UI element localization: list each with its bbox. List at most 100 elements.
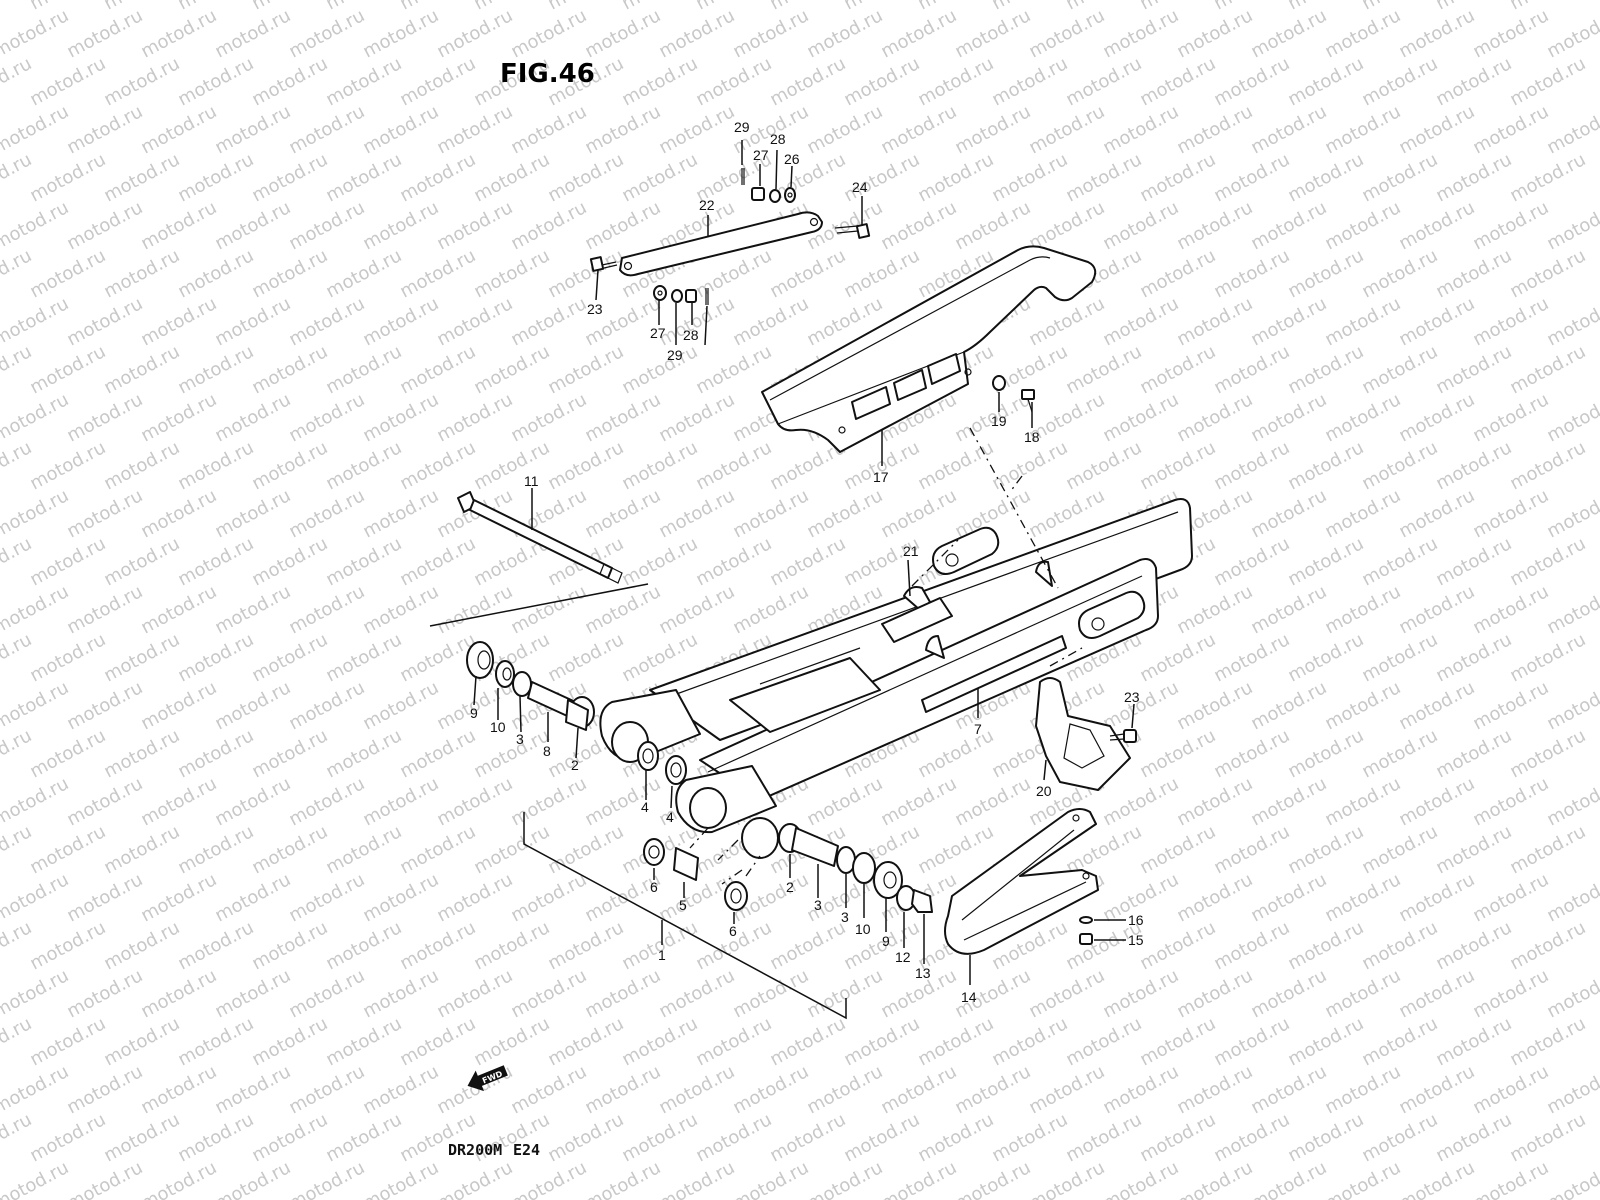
watermark-text: motod.ru	[1395, 965, 1478, 1022]
watermark-text: motod.ru	[1099, 197, 1182, 254]
watermark-text: motod.ru	[692, 437, 775, 494]
watermark-text: motod.ru	[544, 437, 627, 494]
watermark-text: motod.ru	[914, 53, 997, 110]
callout-5: 5	[679, 897, 687, 913]
swingarm	[599, 498, 1193, 859]
watermark-text: motod.ru	[544, 821, 627, 878]
watermark-text: motod.ru	[1210, 245, 1293, 302]
callout-3: 3	[841, 909, 849, 925]
watermark-text: motod.ru	[470, 149, 553, 206]
watermark-text: motod.ru	[1210, 1109, 1293, 1166]
watermark-text: motod.ru	[1358, 341, 1441, 398]
watermark-text: motod.ru	[1136, 725, 1219, 782]
watermark-text: motod.ru	[1321, 485, 1404, 542]
watermark-text: motod.ru	[1099, 5, 1182, 62]
callout-24: 23	[587, 301, 603, 317]
watermark-text: motod.ru	[359, 485, 442, 542]
watermark-text: motod.ru	[1247, 485, 1330, 542]
watermark-text: motod.ru	[26, 917, 109, 974]
watermark-text: motod.ru	[1395, 869, 1478, 926]
watermark-text: motod.ru	[1321, 5, 1404, 62]
watermark-text: motod.ru	[618, 149, 701, 206]
bolt-24	[589, 256, 618, 272]
watermark-text: motod.ru	[692, 0, 775, 14]
watermark-text: motod.ru	[100, 917, 183, 974]
watermark-text: motod.ru	[1321, 1157, 1404, 1200]
watermark-text: motod.ru	[1173, 869, 1256, 926]
watermark-text: motod.ru	[1210, 149, 1293, 206]
watermark-text: motod.ru	[507, 869, 590, 926]
watermark-text: motod.ru	[248, 1013, 331, 1070]
watermark-text: motod.ru	[137, 5, 220, 62]
watermark-text: motod.ru	[1395, 293, 1478, 350]
watermark-text: motod.ru	[174, 53, 257, 110]
watermark-text: motod.ru	[1432, 533, 1515, 590]
watermark-text: motod.ru	[1247, 101, 1330, 158]
watermark-text: motod.ru	[1469, 485, 1552, 542]
watermark-text: motod.ru	[1506, 341, 1589, 398]
watermark-text: motod.ru	[1173, 581, 1256, 638]
callout-10: 10	[855, 921, 871, 937]
watermark-text: motod.ru	[840, 149, 923, 206]
watermark-text: motod.ru	[211, 869, 294, 926]
watermark-text: motod.ru	[1543, 773, 1600, 830]
right-bearing-stack	[778, 823, 933, 964]
watermark-text: motod.ru	[0, 245, 35, 302]
watermark-text: motod.ru	[1543, 485, 1600, 542]
watermark-text: motod.ru	[692, 1109, 775, 1166]
watermark-text: motod.ru	[63, 389, 146, 446]
watermark-text: motod.ru	[1469, 197, 1552, 254]
watermark-text: motod.ru	[63, 197, 146, 254]
watermark-text: motod.ru	[840, 1109, 923, 1166]
watermark-text: motod.ru	[1543, 1157, 1600, 1200]
watermark-text: motod.ru	[100, 821, 183, 878]
watermark-text: motod.ru	[1210, 1013, 1293, 1070]
watermark-text: motod.ru	[840, 245, 923, 302]
callout-7: 7	[974, 721, 982, 737]
watermark-text: motod.ru	[285, 677, 368, 734]
watermark-text: motod.ru	[1136, 341, 1219, 398]
watermark-text: motod.ru	[137, 389, 220, 446]
watermark-text: motod.ru	[766, 917, 849, 974]
watermark-text: motod.ru	[1062, 437, 1145, 494]
callout-23: 22	[699, 197, 715, 213]
watermark-text: motod.ru	[396, 149, 479, 206]
watermark-text: motod.ru	[840, 0, 923, 14]
watermark-text: motod.ru	[655, 965, 738, 1022]
watermark-text: motod.ru	[26, 725, 109, 782]
watermark-text: motod.ru	[1284, 53, 1367, 110]
watermark-text: motod.ru	[655, 5, 738, 62]
watermark-text: motod.ru	[951, 101, 1034, 158]
watermark-text: motod.ru	[0, 725, 35, 782]
watermark-text: motod.ru	[1210, 917, 1293, 974]
watermark-text: motod.ru	[729, 293, 812, 350]
watermark-text: motod.ru	[581, 773, 664, 830]
watermark-text: motod.ru	[26, 53, 109, 110]
watermark-text: motod.ru	[1136, 821, 1219, 878]
watermark-text: motod.ru	[396, 341, 479, 398]
watermark-text: motod.ru	[1025, 1061, 1108, 1118]
upper-hardware	[741, 168, 796, 203]
watermark-text: motod.ru	[1284, 533, 1367, 590]
watermark-text: motod.ru	[285, 581, 368, 638]
watermark-text: motod.ru	[544, 0, 627, 14]
watermark-text: motod.ru	[729, 5, 812, 62]
watermark-text: motod.ru	[692, 341, 775, 398]
watermark-text: motod.ru	[396, 437, 479, 494]
watermark-text: motod.ru	[1469, 581, 1552, 638]
watermark-text: motod.ru	[581, 1157, 664, 1200]
watermark-text: motod.ru	[1099, 101, 1182, 158]
watermark-text: motod.ru	[1358, 725, 1441, 782]
watermark-text: motod.ru	[803, 1157, 886, 1200]
watermark-text: motod.ru	[137, 677, 220, 734]
watermark-text: motod.ru	[322, 821, 405, 878]
callout-6: 6	[729, 923, 737, 939]
watermark-text: motod.ru	[322, 53, 405, 110]
watermark-text: motod.ru	[507, 293, 590, 350]
watermark-text: motod.ru	[1321, 581, 1404, 638]
watermark-text: motod.ru	[322, 1013, 405, 1070]
torque-rod	[619, 211, 823, 277]
callout-4: 4	[641, 799, 649, 815]
watermark-text: motod.ru	[1321, 293, 1404, 350]
watermark-text: motod.ru	[729, 485, 812, 542]
